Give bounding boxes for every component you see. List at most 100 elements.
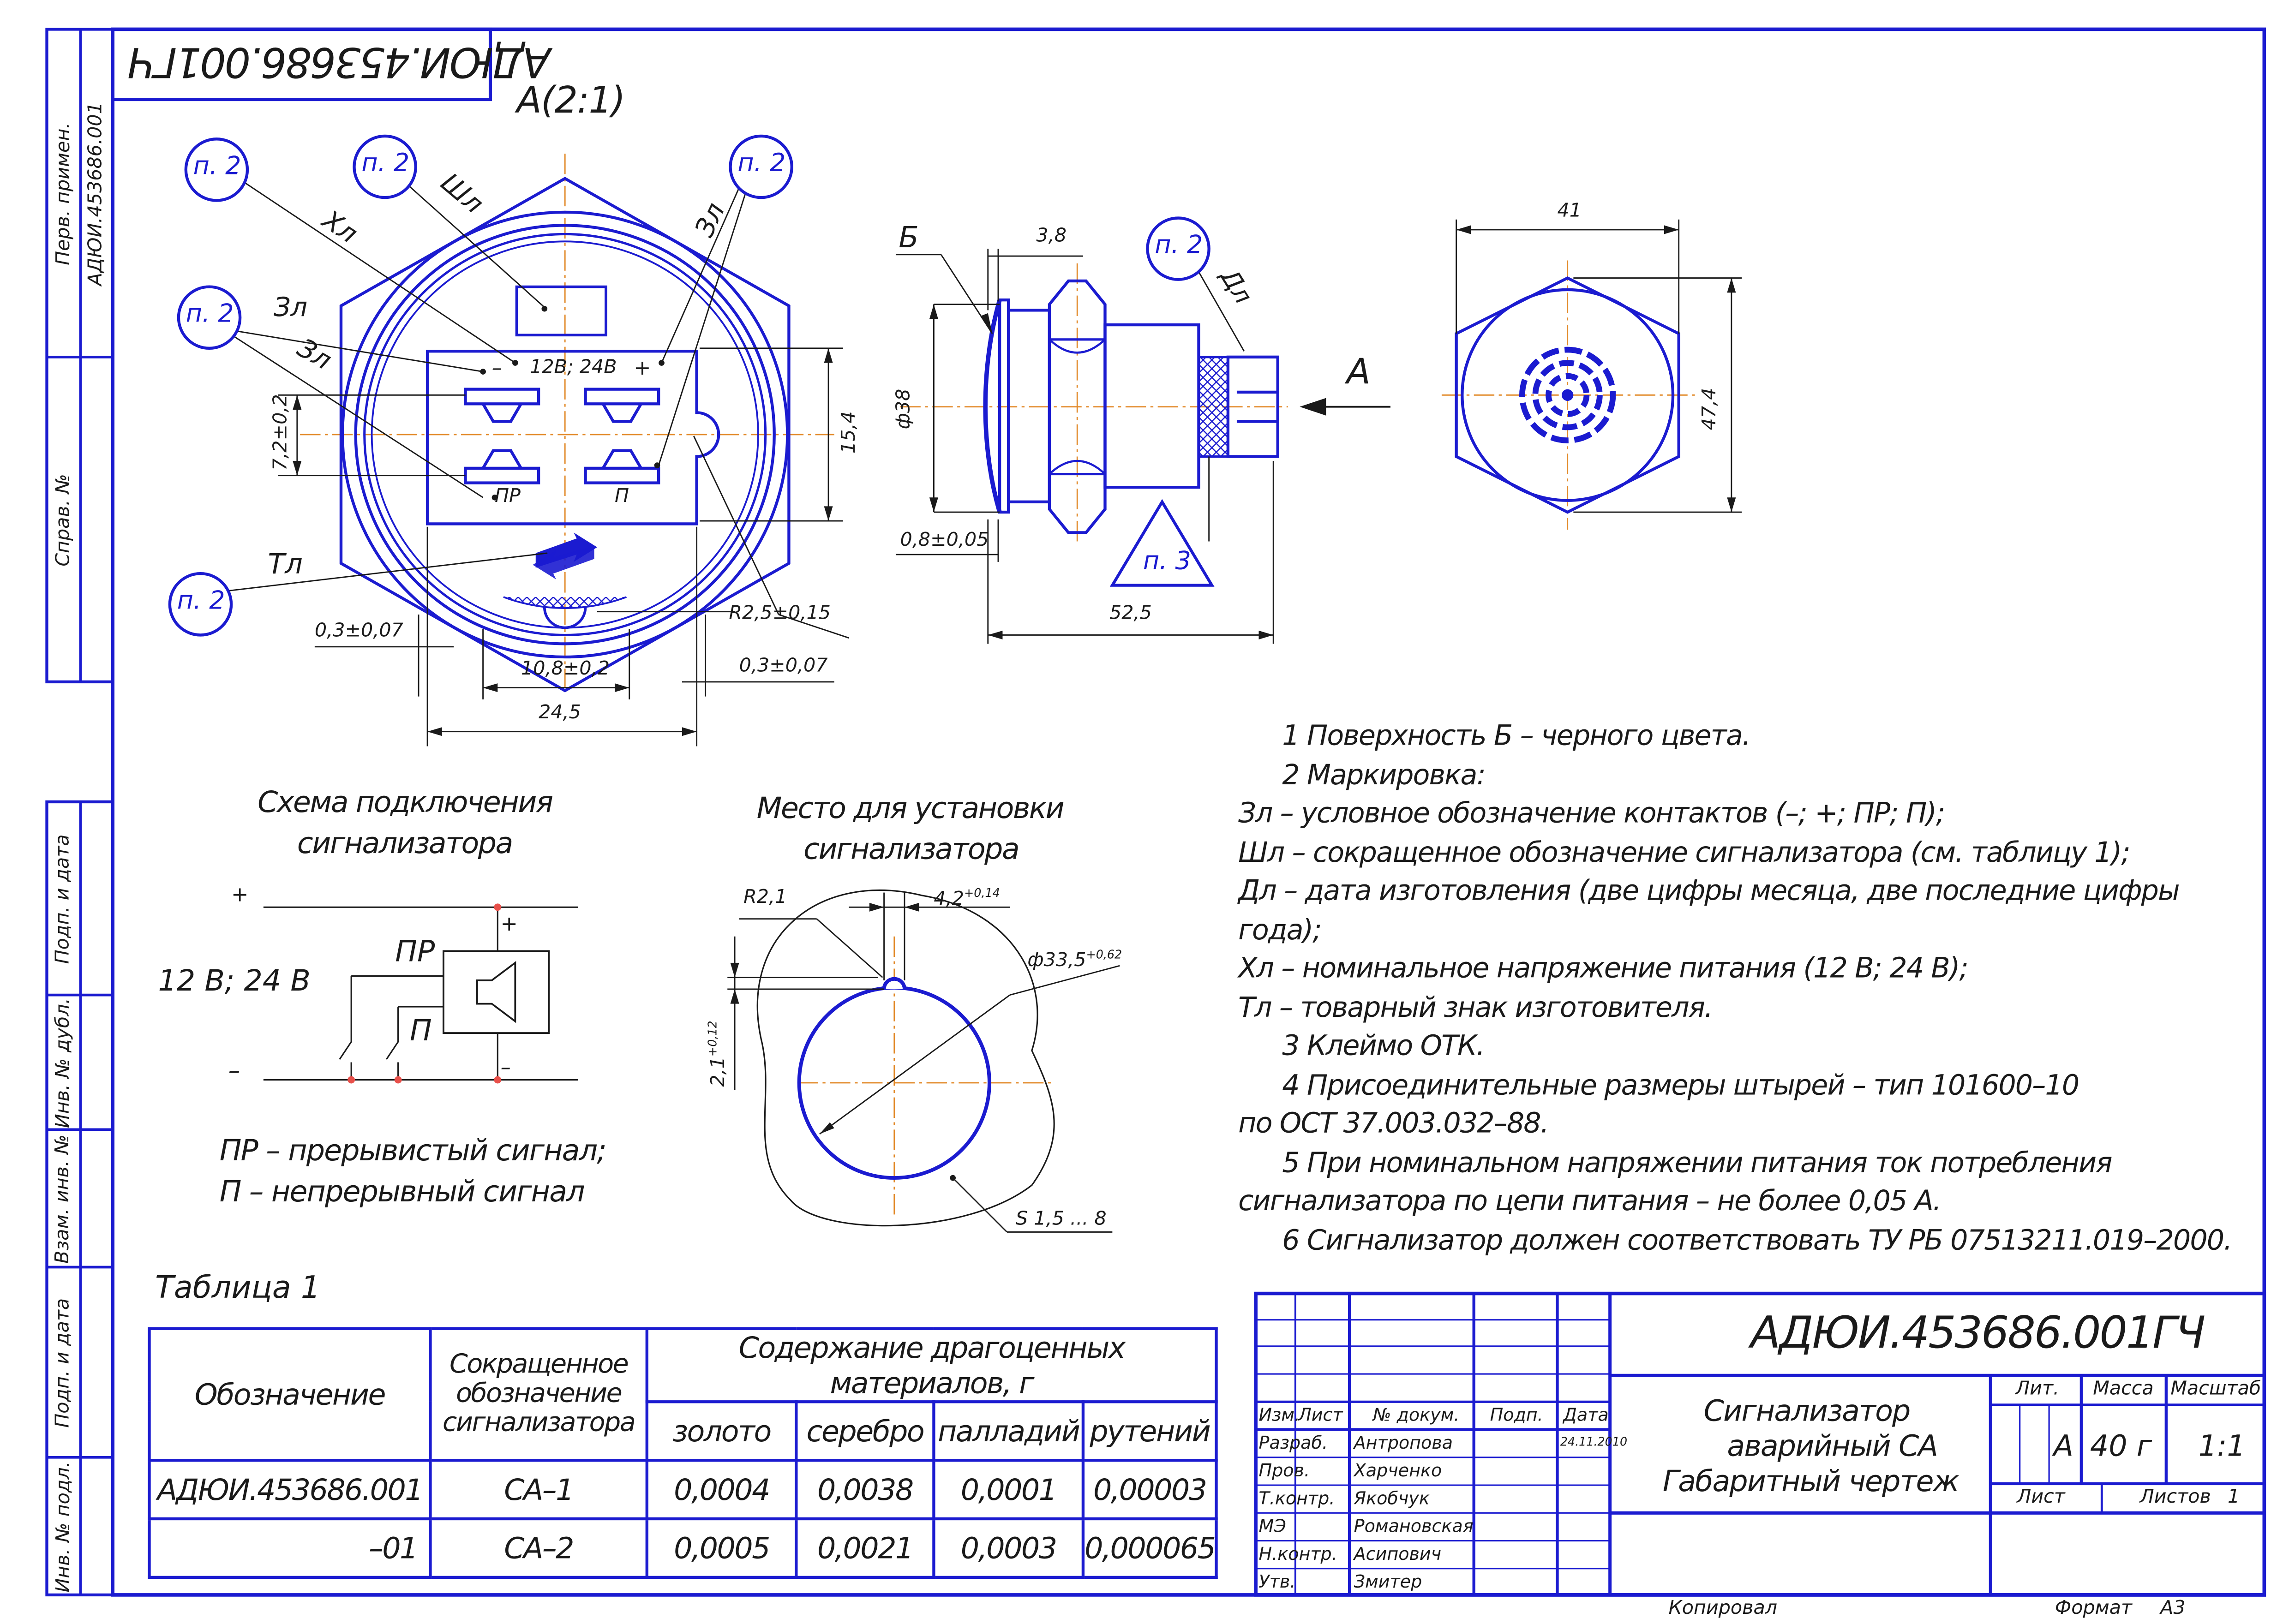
title-code: АДЮИ.453686.001ГЧ — [1750, 1308, 2205, 1360]
note-line: 2 Маркировка: — [1282, 758, 1486, 791]
header-metal: золото — [645, 1400, 798, 1462]
wiring-minus: – — [228, 1056, 240, 1085]
dim-4-2: 4,2+0,14 — [934, 886, 1000, 911]
cell-value: 0,0001 — [932, 1458, 1085, 1521]
head-data: Дата — [1563, 1404, 1609, 1426]
cell-value: 0,0004 — [645, 1458, 798, 1521]
note-line: 6 Сигнализатор должен соответствовать ТУ… — [1282, 1224, 2232, 1256]
trademark-icon — [533, 532, 597, 579]
masshtab-value: 1:1 — [2198, 1428, 2246, 1463]
cell-designation: –01 — [148, 1517, 432, 1579]
dim-0-3-right: 0,3±0,07 — [739, 655, 828, 678]
wiring-title-2: сигнализатора — [297, 825, 514, 860]
dim-10-8: 10,8±0,2 — [521, 658, 610, 681]
dim-24-5: 24,5 — [539, 702, 581, 724]
note-line: 4 Присоединительные размеры штырей – тип… — [1282, 1069, 2079, 1101]
dim-0-8: 0,8±0,05 — [900, 530, 989, 552]
cell-value: 0,0005 — [645, 1517, 798, 1579]
head-ndoc: № докум. — [1372, 1404, 1460, 1426]
head-podp: Подп. — [1490, 1404, 1543, 1426]
cell-designation: АДЮИ.453686.001 — [148, 1458, 432, 1521]
mounting-title-2: сигнализатора — [803, 831, 1020, 866]
wiring-p: П — [410, 1012, 432, 1048]
mounting-title-1: Место для установки — [756, 790, 1065, 825]
header-metal: палладий — [932, 1400, 1085, 1462]
role-label: Разраб. — [1258, 1432, 1328, 1453]
dim-38: ф38 — [893, 388, 916, 430]
front-view — [168, 134, 849, 746]
note-line: Шл – сокращенное обозначение сигнализато… — [1238, 836, 2131, 869]
header-designation: Обозначение — [148, 1327, 432, 1462]
cell-short: СА–1 — [429, 1458, 648, 1521]
sprav-label: Справ. № — [53, 473, 75, 566]
wiring-legend-1: ПР – прерывистый сигнал; — [219, 1132, 607, 1168]
vzam-inv-label: Взам. инв. № — [53, 1134, 75, 1263]
header-metal: серебро — [795, 1400, 935, 1462]
notes: 1 Поверхность Б – черного цвета. 2 Марки… — [1238, 717, 2234, 1260]
note-line: 5 При номинальном напряжении питания ток… — [1282, 1146, 2112, 1179]
role-name: Асипович — [1354, 1543, 1442, 1564]
role-label: Утв. — [1258, 1571, 1296, 1592]
title-name-3: Габаритный чертеж — [1662, 1463, 1959, 1499]
table-caption: Таблица 1 — [155, 1270, 321, 1305]
podp-data-label-2: Подп. и дата — [53, 1297, 75, 1427]
callout-p2: п. 2 — [193, 152, 241, 182]
kopiroval-label: Копировал — [1668, 1598, 1778, 1620]
label-zl-left-1: Зл — [274, 293, 308, 323]
massa-value: 40 г — [2090, 1428, 2152, 1463]
listov-value: 1 — [2228, 1487, 2240, 1509]
wiring-diagram — [263, 903, 578, 1084]
view-a-label: А(2:1) — [516, 79, 626, 122]
label-b: Б — [899, 219, 919, 255]
dim-2-1: 2,1+0,12 — [706, 1021, 730, 1087]
note-line: Дл – дата изготовления (две цифры месяца… — [1238, 875, 2180, 908]
right-view — [1441, 219, 1742, 530]
mirrored-code: АДЮИ.453686.001ГЧ — [129, 38, 551, 87]
title-name-2: аварийный СА — [1727, 1428, 1938, 1463]
head-list: Лист — [1298, 1404, 1343, 1426]
callout-p2: п. 2 — [186, 300, 234, 329]
wiring-title-1: Схема подключения — [258, 784, 553, 820]
table-row: АДЮИ.453686.001 СА–1 0,0004 0,0038 0,000… — [148, 1458, 1218, 1521]
label-plus: + — [634, 357, 651, 381]
role-name: Антропова — [1354, 1432, 1453, 1453]
role-label: Пров. — [1258, 1460, 1310, 1481]
note-line: года); — [1238, 914, 1322, 946]
podp-data-label-1: Подп. и дата — [53, 833, 75, 963]
cell-short: СА–2 — [429, 1517, 648, 1579]
format-label: Формат — [2055, 1598, 2133, 1620]
massa-label: Масса — [2093, 1378, 2154, 1401]
list-label: Лист — [2017, 1487, 2065, 1509]
note-line: 3 Клеймо ОТК. — [1282, 1030, 1485, 1063]
inv-podl-label: Инв. № подл. — [53, 1460, 75, 1592]
title-block-frame — [1254, 1291, 2266, 1597]
cell-value: 0,000065 — [1081, 1517, 1218, 1579]
role-label: МЭ — [1258, 1516, 1286, 1537]
cell-value: 0,0038 — [795, 1458, 935, 1521]
callout-p3: п. 3 — [1143, 547, 1191, 577]
note-line: Тл – товарный знак изготовителя. — [1238, 991, 1713, 1024]
mounting-diagram — [727, 889, 1120, 1233]
listov-label: Листов — [2139, 1487, 2211, 1509]
note-line: сигнализатора по цепи питания – не более… — [1238, 1185, 1941, 1218]
sheet-frame — [45, 27, 2266, 1597]
wiring-voltage: 12 В; 24 В — [158, 962, 311, 998]
role-label: Т.контр. — [1258, 1488, 1335, 1509]
header-metal: рутений — [1081, 1400, 1218, 1462]
title-name-1: Сигнализатор — [1703, 1393, 1911, 1428]
note-line: 1 Поверхность Б – черного цвета. — [1282, 720, 1751, 752]
label-minus: – — [491, 357, 502, 381]
cell-value: 0,0021 — [795, 1517, 935, 1579]
wiring-pr: ПР — [395, 933, 435, 969]
cell-value: 0,0003 — [932, 1517, 1085, 1579]
lit-value: А — [2053, 1428, 2074, 1463]
dim-52-5: 52,5 — [1109, 603, 1152, 625]
perv-primen-label: Перв. примен. — [53, 121, 75, 265]
dim-s-label: S 1,5 ... 8 — [1016, 1208, 1107, 1231]
dim-7-2: 7,2±0,2 — [270, 394, 293, 471]
label-pr: ПР — [494, 485, 521, 508]
